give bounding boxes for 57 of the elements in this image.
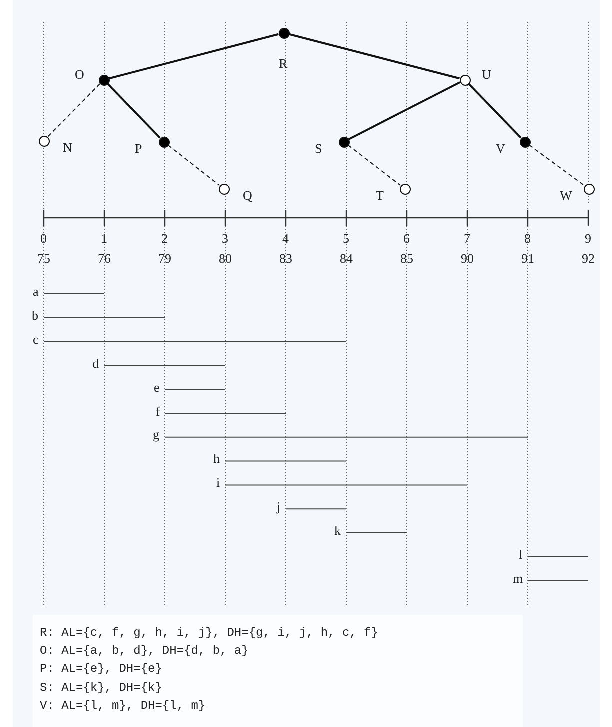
axis-value: 92 [582,252,595,265]
text-line: V: AL={l, m}, DH={l, m} [40,700,206,712]
tick-number: 3 [222,232,228,245]
tree-edge [109,33,279,80]
interval-label: c [33,332,39,346]
text-line: O: AL={a, b, d}, DH={d, b, a} [40,645,249,658]
interval-label: i [216,476,220,490]
axis-value: 79 [158,252,172,265]
interval-label: a [33,285,39,298]
tree-edge [168,144,220,186]
node-label: W [560,189,572,202]
axis-value: 84 [340,252,353,265]
tick-number: 4 [282,232,289,245]
tick-number: 2 [162,232,168,245]
interval-label: j [277,500,281,514]
tree-edge [528,144,586,186]
axis-value: 76 [98,252,111,265]
node-label: T [376,189,384,202]
interval-label: b [32,308,38,322]
interval-label: k [334,524,341,537]
tree-edge [348,144,402,186]
axis-value: 91 [522,252,534,265]
tree-edge [348,82,461,140]
text-line: S: AL={k}, DH={k} [40,682,162,694]
tick-number: 1 [101,232,108,245]
tree-edge [289,33,460,80]
interval-label: f [156,404,160,418]
node-label: Q [243,189,252,202]
interval-label: g [153,428,160,442]
tick-number: 5 [343,232,350,245]
node-label: N [63,141,72,154]
tree-edge [47,83,101,138]
node-label: U [482,68,492,81]
tick-number: 7 [464,232,470,245]
text-line: P: AL={e}, DH={e} [40,663,162,676]
axis-value: 90 [461,252,474,265]
node-label: O [75,68,84,81]
tree-edge [107,83,161,139]
text-line: R: AL={c, f, g, h, i, j}, DH={g, i, j, h, c, f} [40,627,378,639]
interval-label: e [154,380,160,394]
axis-value: 80 [219,252,232,265]
tick-number: 6 [404,232,410,245]
interval-label: m [513,572,524,585]
tick-number: 8 [524,232,531,245]
node-label: R [279,57,288,70]
node-label: P [135,142,142,155]
interval-label: d [92,356,99,370]
node-label: V [496,142,506,155]
node-label: S [315,142,322,155]
axis-value: 85 [400,252,414,265]
tick-number: 0 [40,232,47,245]
interval-label: h [214,452,220,466]
axis-value: 75 [38,252,50,265]
tree-edge [468,83,522,139]
axis-value: 83 [280,252,292,265]
tick-number: 9 [585,232,592,245]
interval-label: l [519,548,523,561]
